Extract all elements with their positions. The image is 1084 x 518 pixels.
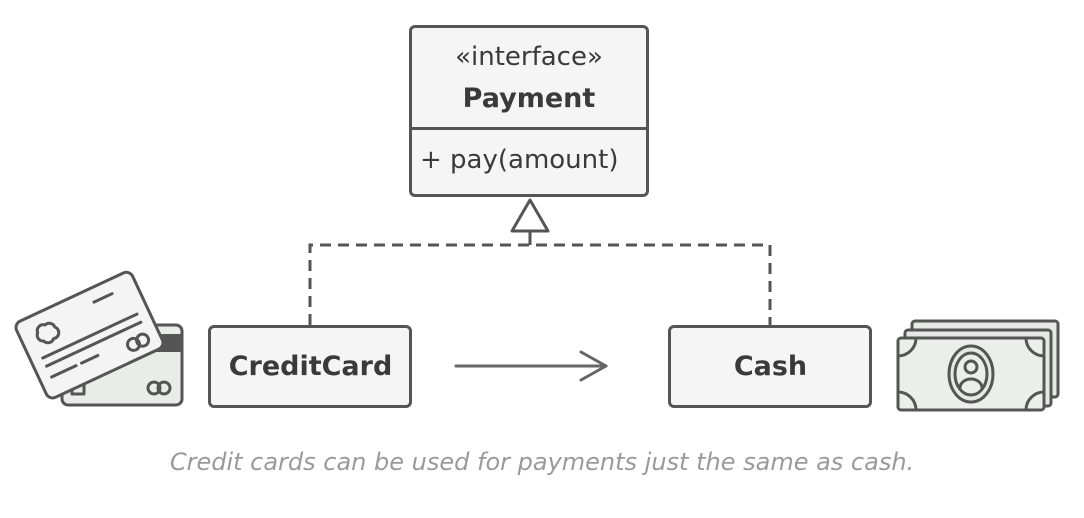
- realization-dashed-connector: [308, 243, 772, 325]
- realization-lines: [308, 232, 772, 325]
- interface-name: Payment: [462, 83, 596, 114]
- cash-class-box: [668, 325, 872, 408]
- payment-interface-methods: [409, 127, 649, 197]
- creditcard-class-box: [208, 325, 412, 408]
- cash-class-name: Cash: [733, 351, 808, 382]
- interface-method: + pay(amount): [420, 145, 619, 175]
- creditcard-class-name: CreditCard: [228, 351, 393, 382]
- association-arrow: [454, 350, 608, 382]
- cash-bills-icon: [896, 319, 1060, 412]
- payment-interface-header: [409, 25, 649, 130]
- interface-stereotype: «interface»: [455, 42, 603, 72]
- credit-cards-icon: [14, 270, 184, 407]
- realization-arrowhead: [510, 198, 550, 233]
- figure-caption: Credit cards can be used for payments ju…: [169, 448, 915, 476]
